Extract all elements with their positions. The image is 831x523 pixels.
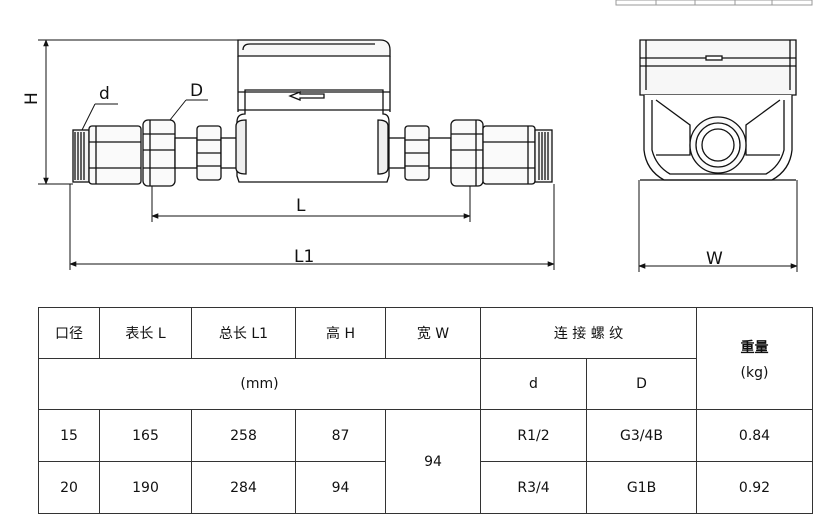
label-H: H [22,92,42,105]
cell-D: G3/4B [585,409,698,462]
cell-H: 87 [295,409,386,462]
corner-fragment [615,0,813,6]
cell-bore: 20 [38,461,100,514]
cell-weight: 0.84 [696,409,814,462]
cell-H: 94 [295,461,386,514]
unit-d: d [480,358,587,410]
dimension-lines-front [638,180,798,272]
meter-front-view [639,39,797,181]
header-weight: 重量 (kg) [696,307,814,410]
cell-bore: 15 [38,409,100,462]
label-L: L [296,196,306,216]
technical-drawing: d D H L L1 W [22,0,813,272]
cell-L1: 258 [191,409,296,462]
weight-label: 重量 [740,339,769,356]
label-D: D [190,81,203,101]
header-thread: 连 接 螺 纹 [479,307,698,359]
unit-D: D [585,358,698,410]
meter-side-view [72,39,553,187]
table-row: 15 165 258 87 94 R1/2 G3/4B 0.84 [38,409,814,514]
table-row: 20 190 284 94 R3/4 G1B 0.92 [38,461,814,514]
dimension-lines-side [38,39,555,270]
header-height: 高 H [295,307,386,359]
weight-unit: (kg) [740,364,769,381]
cell-L: 190 [99,461,192,514]
spec-table: 口径 表长 L 总长 L1 高 H 宽 W 连 接 螺 纹 重量 (kg) (m… [38,307,814,514]
table-header-row: 口径 表长 L 总长 L1 高 H 宽 W 连 接 螺 纹 重量 (kg) [38,307,814,410]
cell-D: G1B [585,461,698,514]
header-meter-length: 表长 L [99,307,192,359]
table-unit-row: (mm) d D [38,358,813,410]
label-W: W [706,249,723,269]
header-total-length: 总长 L1 [191,307,296,359]
cell-width: 94 [385,409,481,514]
header-width: 宽 W [385,307,481,359]
label-L1: L1 [294,247,314,267]
label-d: d [99,84,110,104]
cell-d: R3/4 [480,461,587,514]
unit-mm: (mm) [38,358,481,410]
header-bore: 口径 [38,307,100,359]
cell-d: R1/2 [480,409,587,462]
cell-L1: 284 [191,461,296,514]
cell-weight: 0.92 [696,461,814,514]
cell-L: 165 [99,409,192,462]
